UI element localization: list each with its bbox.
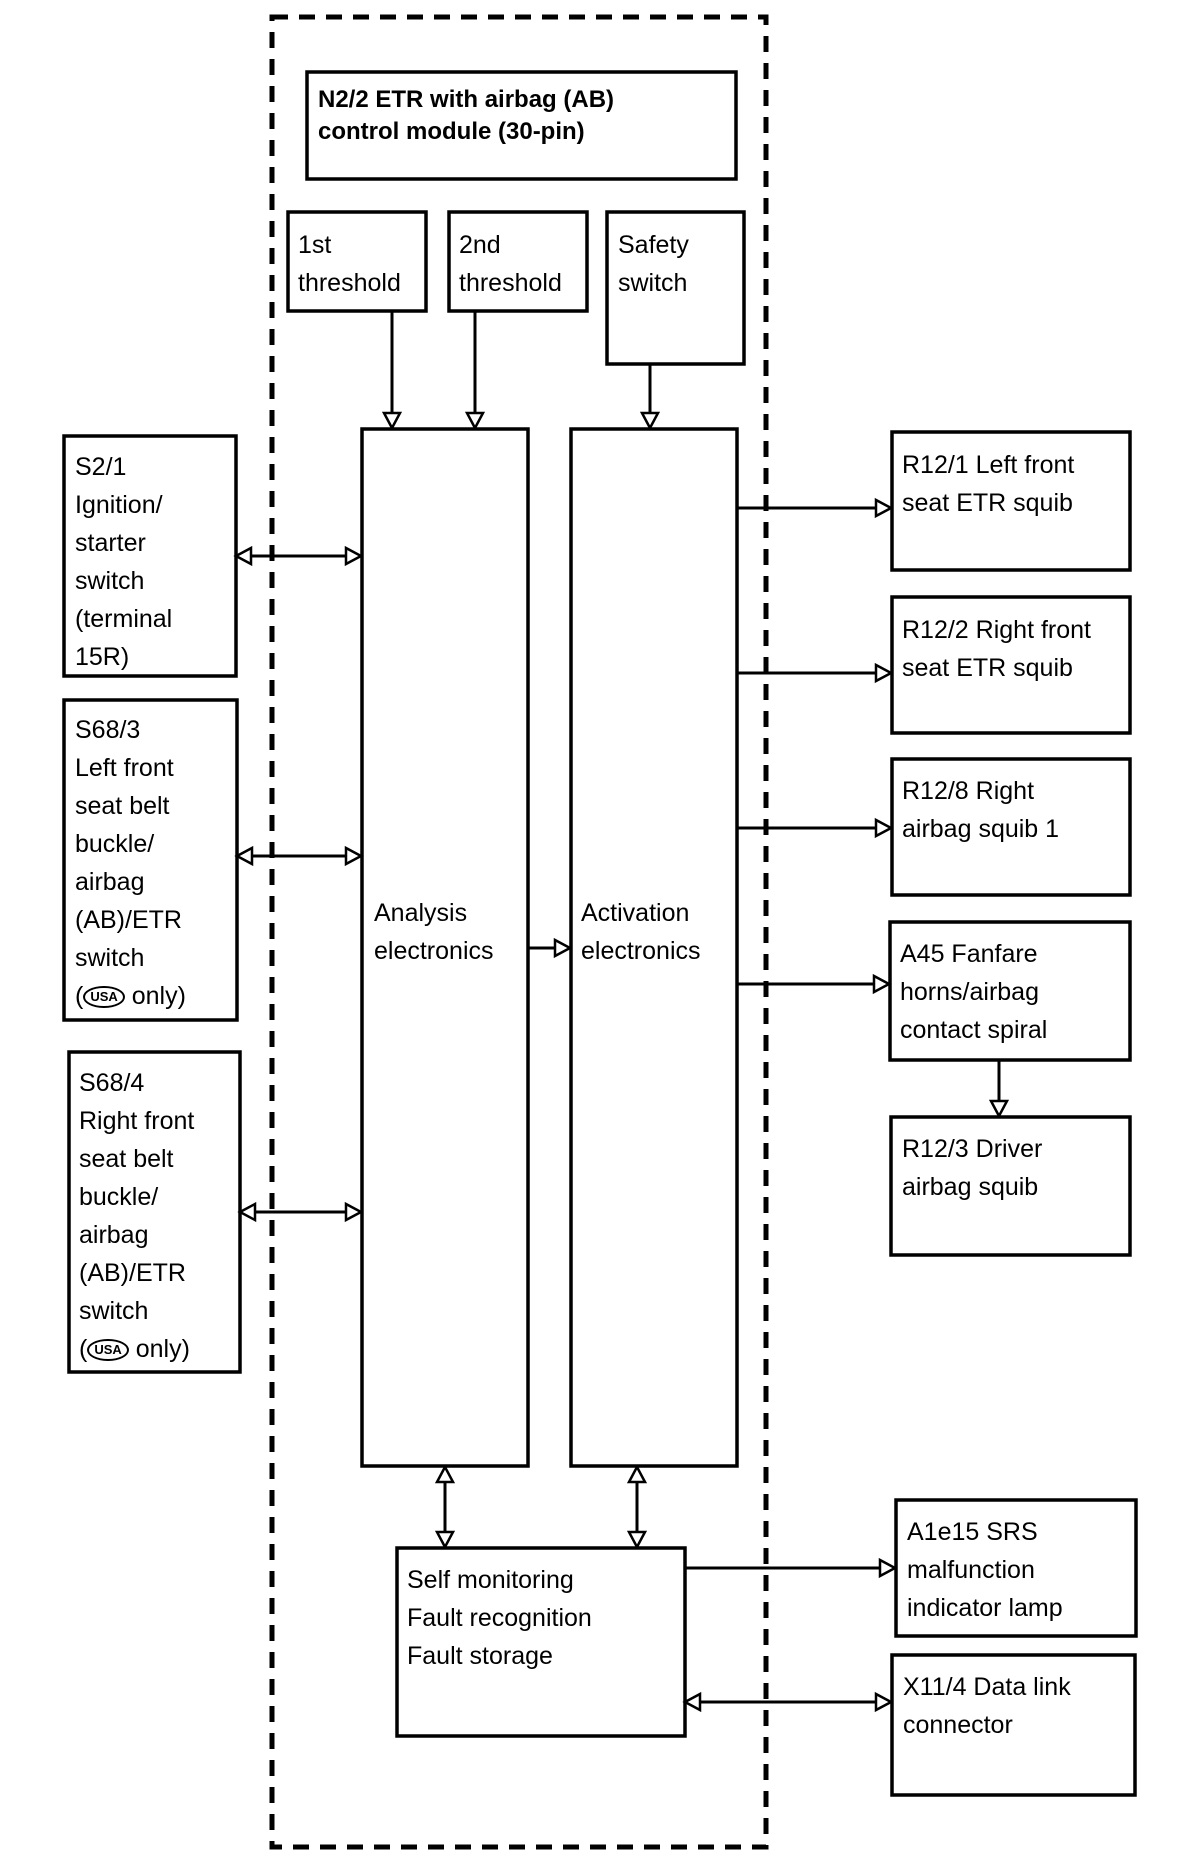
a45-label: A45 Fanfare horns/airbag contact spiral [900, 940, 1048, 1044]
usa-badge: USA [83, 986, 125, 1008]
analysis-electronics-label: Analysis electronics [374, 899, 494, 965]
first-threshold-label: 1st threshold [298, 231, 401, 297]
module-boundary [269, 14, 769, 1850]
arrow-head [626, 1530, 648, 1550]
arrow-head [874, 1691, 894, 1713]
arrow-head [234, 845, 254, 867]
usa-badge: USA [87, 1339, 129, 1361]
a1e15-box [894, 1498, 1138, 1638]
arrow-head [874, 817, 894, 839]
connector-group [233, 311, 1010, 1713]
arrow-head [553, 937, 573, 959]
arrow-head [626, 1464, 648, 1484]
arrow-head [237, 1201, 257, 1223]
s2-1-label: S2/1 Ignition/ starter switch (terminal … [75, 453, 173, 671]
x11-4-label: X11/4 Data link connector [903, 1673, 1071, 1739]
arrow-head [233, 545, 253, 567]
arrow-head [874, 662, 894, 684]
s68-4-box [67, 1050, 242, 1374]
arrow-head [344, 845, 364, 867]
arrow-head [344, 545, 364, 567]
a45-box [888, 920, 1132, 1062]
activation-electronics-label: Activation electronics [581, 899, 701, 965]
arrow-head [872, 973, 892, 995]
s68-4-label: S68/4 Right front seat belt buckle/ airb… [79, 1064, 194, 1368]
arrow-head [639, 411, 661, 431]
r12-3-box [889, 1115, 1132, 1257]
r12-8-label: R12/8 Right airbag squib 1 [902, 777, 1060, 843]
s68-3-label: S68/3 Left front seat belt buckle/ airba… [75, 711, 186, 1015]
arrow-head [344, 1201, 364, 1223]
safety-switch-label: Safety switch [618, 231, 689, 297]
r12-1-box [890, 430, 1132, 572]
self-monitoring-box [395, 1546, 687, 1738]
arrow-head [434, 1530, 456, 1550]
arrow-head [464, 411, 486, 431]
usa-only-note: (USA only) [79, 1335, 190, 1363]
module-title-box [305, 70, 738, 181]
usa-only-note: (USA only) [75, 982, 186, 1010]
r12-2-box [890, 595, 1132, 735]
safety-switch-box [605, 210, 746, 366]
arrow-head [682, 1691, 702, 1713]
arrow-head [988, 1099, 1010, 1119]
arrow-head [874, 497, 894, 519]
first-threshold-box [286, 210, 428, 313]
module-title: N2/2 ETR with airbag (AB) control module… [318, 86, 615, 145]
r12-1-label: R12/1 Left front seat ETR squib [902, 451, 1075, 517]
x11-4-box [890, 1653, 1137, 1797]
self-monitoring-label: Self monitoring Fault recognition Fault … [407, 1566, 592, 1670]
s2-1-box [62, 434, 238, 678]
a1e15-label: A1e15 SRS malfunction indicator lamp [907, 1518, 1063, 1622]
r12-2-label: R12/2 Right front seat ETR squib [902, 616, 1091, 682]
second-threshold-label: 2nd threshold [459, 231, 562, 297]
s68-3-box [62, 698, 239, 1022]
arrow-head [381, 411, 403, 431]
r12-8-box [890, 757, 1132, 897]
second-threshold-box [447, 210, 589, 313]
arrow-head [434, 1464, 456, 1484]
arrow-head [878, 1557, 898, 1579]
r12-3-label: R12/3 Driver airbag squib [902, 1135, 1043, 1201]
